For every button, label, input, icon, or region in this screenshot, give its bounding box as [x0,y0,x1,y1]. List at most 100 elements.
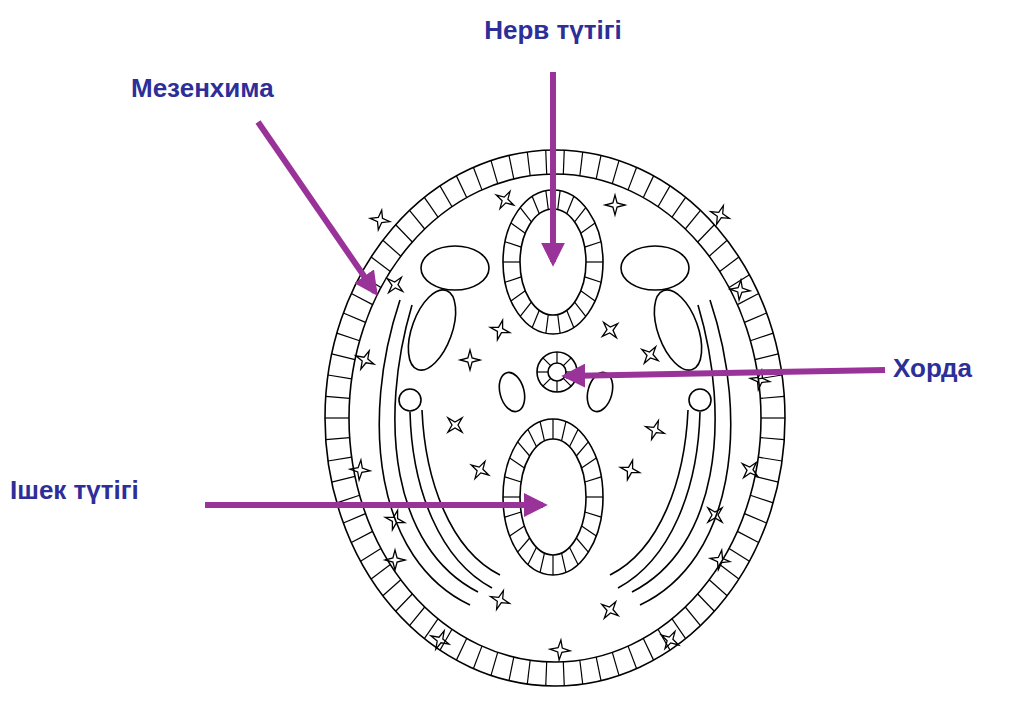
somite [621,246,689,290]
cell-wall [585,477,601,482]
cell-wall [491,161,498,184]
cell-wall [755,354,778,360]
cell-wall [371,565,390,579]
cell-wall [750,495,773,503]
cell-wall [520,302,531,316]
cell-wall [509,155,514,179]
cell-wall [586,496,603,497]
cell-wall [596,657,601,681]
cell-wall [556,381,557,392]
mesenchyme-cell [742,462,757,477]
cell-wall [383,580,401,596]
mesenchyme-cell [605,195,625,215]
splanchnopleure [422,410,500,575]
cell-wall [491,652,498,675]
mesenchyme-cell [496,191,513,208]
gut-tube-inner [520,439,586,555]
nephrotome [645,284,711,377]
cell-wall [575,302,586,316]
mesenchyme-cell [602,602,618,618]
mesenchyme-cell [711,206,730,225]
cell-wall [672,197,686,217]
mesenchyme-cell [471,461,488,478]
leader-arrow [550,72,556,262]
cell-wall [326,396,350,398]
cell-wall [410,210,425,229]
cell-wall [543,358,551,366]
cell-wall [628,167,637,189]
cell-wall [558,314,560,333]
mesenchyme-cell [620,460,639,479]
mesenchyme-cell [602,322,617,337]
cell-wall [698,594,715,611]
cell-wall [582,458,597,468]
cell-wall [545,662,547,686]
cell-wall [527,152,530,176]
cell-wall [698,225,715,242]
mesenchyme-cell [708,508,722,522]
somatopleure [632,305,715,592]
cell-wall [396,594,413,611]
cell-wall [563,378,571,386]
cell-wall [596,155,601,179]
cell-wall [503,261,520,262]
mesenchyme-cell [385,550,405,570]
cell-wall [612,652,619,675]
cell-wall [546,314,548,333]
cell-wall [328,375,352,379]
mesenchyme-cell [385,510,404,529]
cell-wall [576,538,588,552]
mesenchyme-cell [350,460,370,480]
cell-wall [537,371,548,372]
mesenchyme-cell [431,631,449,649]
cell-wall [720,565,739,579]
cell-wall [720,257,739,271]
cell-wall [326,438,350,440]
cell-wall [503,496,520,497]
splanchnopleure [410,412,492,588]
splanchnopleure [618,412,700,588]
cell-wall [505,242,521,247]
part-label: Мезенхима [131,74,274,104]
cell-wall [758,457,782,461]
mesenchyme-cell [370,210,390,230]
cell-wall [750,333,773,341]
cell-wall [332,476,355,482]
cell-wall [761,417,785,418]
cell-wall [337,495,360,503]
cell-wall [760,396,784,398]
aorta [495,370,529,415]
cell-wall [511,223,525,233]
cell-wall [510,458,525,468]
duct [399,389,421,411]
cell-wall [528,429,537,446]
cell-wall [325,417,349,418]
cell-wall [562,553,566,572]
splanchnopleure [610,410,688,575]
cell-wall [361,548,381,561]
cell-wall [532,310,539,327]
gut-tube-outer [503,419,603,575]
cell-wall [566,371,577,372]
cell-wall [737,531,758,542]
notochord-core [548,363,566,381]
cell-wall [570,547,579,564]
leader-arrows [205,72,885,505]
cell-wall [509,657,514,681]
cell-wall [518,442,530,456]
cell-wall [745,313,767,322]
mesenchyme-cell [710,550,730,570]
cell-wall [576,442,588,456]
cell-wall [643,176,653,198]
cell-wall [505,512,521,517]
mesenchyme-cell [642,347,658,363]
cell-wall [585,242,601,247]
cell-wall [337,333,360,341]
cell-wall [505,277,521,282]
leader-arrow [566,370,885,376]
mesenchyme-cell [661,631,678,648]
cell-wall [570,429,579,446]
cell-wall [563,662,565,686]
cell-wall [543,378,551,386]
